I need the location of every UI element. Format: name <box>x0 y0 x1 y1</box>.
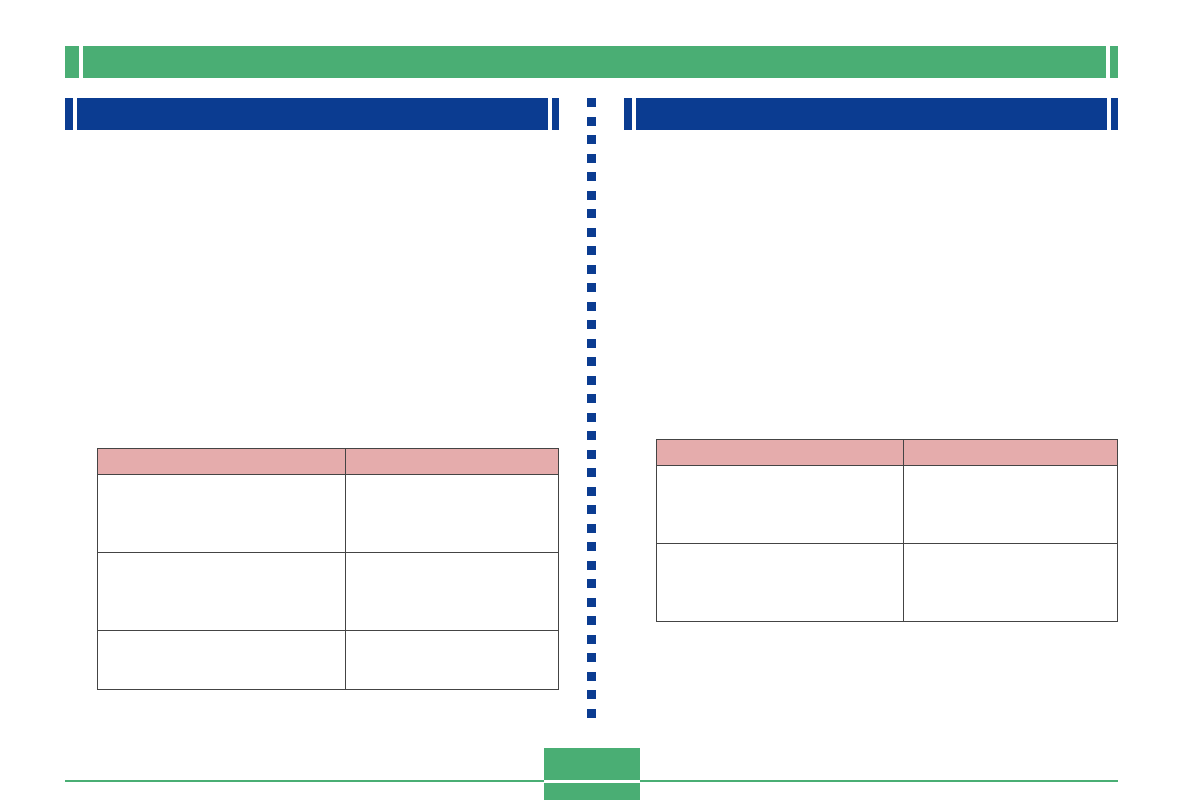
divider-dot <box>587 98 596 107</box>
table-header-cell <box>97 448 346 475</box>
divider-dot <box>587 301 596 311</box>
divider-dot <box>587 190 596 200</box>
divider-dot <box>587 690 596 699</box>
table-cell <box>656 543 904 622</box>
divider-dot <box>587 523 596 533</box>
page-number <box>544 748 640 780</box>
divider-dot <box>587 153 596 163</box>
table-header-cell <box>903 439 1118 466</box>
right-header-notch-right <box>1107 98 1111 130</box>
column-divider <box>587 98 596 720</box>
right-header-notch-left <box>632 98 636 130</box>
left-section-header <box>65 98 559 130</box>
divider-dot <box>587 135 596 144</box>
divider-dot <box>587 505 596 514</box>
table-cell <box>345 474 559 553</box>
divider-dot <box>587 634 596 644</box>
right-section-body <box>634 150 1108 420</box>
right-section-header <box>624 98 1118 130</box>
divider-dot <box>587 597 596 607</box>
divider-dot <box>587 616 596 625</box>
divider-dot <box>587 246 596 255</box>
left-header-notch-right <box>548 98 552 130</box>
divider-dot <box>587 468 596 477</box>
table-row <box>656 465 1118 544</box>
divider-dot <box>587 579 596 588</box>
table-cell <box>345 552 559 631</box>
table-cell <box>903 543 1118 622</box>
page-number-tab <box>544 748 640 800</box>
table-cell <box>97 630 346 690</box>
header-bar-notch-left <box>79 46 83 78</box>
chapter-header-bar <box>65 46 1118 78</box>
divider-dot <box>587 209 596 218</box>
left-section-body <box>75 150 549 430</box>
divider-dot <box>587 671 596 681</box>
divider-dot <box>587 449 596 459</box>
table-cell <box>97 474 346 553</box>
divider-dot <box>587 394 596 403</box>
table-cell <box>97 552 346 631</box>
divider-dot <box>587 412 596 422</box>
divider-dot <box>587 375 596 385</box>
divider-dot <box>587 486 596 496</box>
header-bar-notch-right <box>1106 46 1110 78</box>
table-header-row <box>97 448 559 475</box>
divider-dot <box>587 320 596 329</box>
left-header-notch-left <box>73 98 77 130</box>
divider-dot <box>587 653 596 662</box>
divider-dot <box>587 560 596 570</box>
table-header-row <box>656 439 1118 466</box>
table-cell <box>345 630 559 690</box>
divider-dot <box>587 542 596 551</box>
divider-dot <box>587 338 596 348</box>
table-row <box>656 543 1118 622</box>
divider-dot <box>587 264 596 274</box>
table-row <box>97 552 559 631</box>
table-header-cell <box>656 439 904 466</box>
divider-dot <box>587 357 596 366</box>
table-cell <box>656 465 904 544</box>
table-header-cell <box>345 448 559 475</box>
divider-dot <box>587 172 596 181</box>
divider-dot <box>587 227 596 237</box>
table-cell <box>903 465 1118 544</box>
table-row <box>97 630 559 690</box>
divider-dot <box>587 431 596 440</box>
right-spec-table <box>656 439 1118 622</box>
table-row <box>97 474 559 553</box>
left-spec-table <box>97 448 559 690</box>
divider-dot <box>587 708 596 718</box>
divider-dot <box>587 283 596 292</box>
page-tab-gap <box>544 780 640 783</box>
divider-dot <box>587 116 596 126</box>
